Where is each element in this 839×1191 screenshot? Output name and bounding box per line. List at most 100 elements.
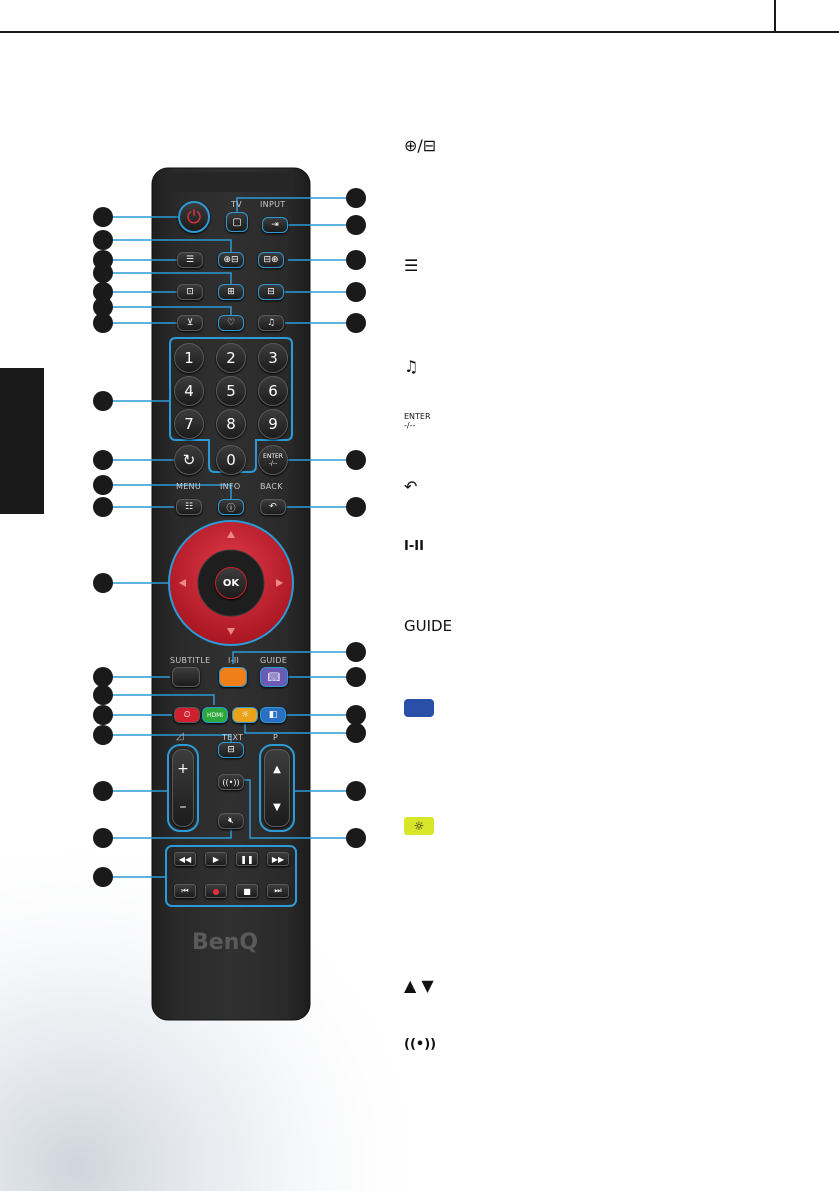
green-key[interactable]: HDMI <box>202 707 228 723</box>
callout-marker <box>93 497 113 517</box>
next-button[interactable]: ⏭ <box>267 884 289 898</box>
callout-marker <box>93 391 113 411</box>
channel-rocker[interactable]: ▲ ▼ <box>264 749 290 827</box>
guide-button[interactable]: 📖︎ <box>260 667 288 687</box>
picture-mode-button[interactable]: ⊞ <box>218 284 244 300</box>
volume-down[interactable]: – <box>179 799 187 815</box>
callout-marker <box>346 497 366 517</box>
input-button[interactable]: ⇥ <box>262 217 288 233</box>
music-note-icon: ♫ <box>266 318 276 328</box>
sleep-button[interactable]: ⊻ <box>177 315 203 331</box>
fast-forward-icon: ▶▶ <box>271 854 285 864</box>
callout-marker <box>346 215 366 235</box>
callout-marker <box>93 297 113 317</box>
enter-sub-label: -/-- <box>268 460 278 467</box>
stop-button[interactable]: ■ <box>236 884 258 898</box>
power-icon: ⏻ <box>186 206 202 228</box>
power-button[interactable]: ⏻ <box>178 201 210 233</box>
subtitle-button[interactable] <box>172 667 200 687</box>
info-label: INFO <box>220 482 241 491</box>
text-button[interactable]: ⊟ <box>218 742 244 758</box>
num-key-4[interactable]: 4 <box>174 376 204 406</box>
num-key-7[interactable]: 7 <box>174 409 204 439</box>
callout-marker <box>346 705 366 725</box>
callout-marker <box>346 250 366 270</box>
mute-button[interactable]: 🔇︎ <box>218 813 244 829</box>
callout-marker <box>93 725 113 745</box>
enter-text: ENTER <box>404 412 431 421</box>
play-button[interactable]: ▶ <box>205 852 227 866</box>
audio-language-button[interactable] <box>219 667 247 687</box>
num-key-6[interactable]: 6 <box>258 376 288 406</box>
rewind-button[interactable]: ◀◀ <box>174 852 196 866</box>
info-icon: ⓘ <box>226 503 236 514</box>
callout-marker <box>346 667 366 687</box>
channel-up-icon[interactable]: ▲ <box>273 763 281 775</box>
num-key-2[interactable]: 2 <box>216 343 246 373</box>
next-icon: ⏭ <box>274 886 282 895</box>
freeze-button[interactable]: ⊡ <box>177 284 203 300</box>
play-icon: ▶ <box>212 854 220 864</box>
rewind-icon: ◀◀ <box>178 854 192 864</box>
aspect-button[interactable]: ⊟ <box>258 284 284 300</box>
guide-book-icon: GUIDE <box>404 617 453 635</box>
picture-in-picture-icon <box>404 699 434 717</box>
num-key-1[interactable]: 1 <box>174 343 204 373</box>
callout-marker <box>93 705 113 725</box>
callout-marker <box>93 207 113 227</box>
text-label: TEXT <box>222 733 244 742</box>
info-button[interactable]: ⓘ <box>218 499 244 515</box>
volume-rocker[interactable]: + – <box>172 749 194 827</box>
num-key-8[interactable]: 8 <box>216 409 246 439</box>
broadcast-button[interactable]: ((•)) <box>218 774 244 790</box>
volume-up[interactable]: + <box>177 761 189 777</box>
heart-icon: ♡ <box>226 318 236 328</box>
callout-marker <box>93 450 113 470</box>
enter-icon: ENTER -/-- <box>404 412 431 430</box>
size-button[interactable]: ⊟⊕ <box>258 252 284 268</box>
tv-button[interactable]: ▢ <box>226 212 248 232</box>
guide-label: GUIDE <box>260 656 288 665</box>
pause-icon: ❚❚ <box>240 854 254 864</box>
zoom-icon: ⊕⊟ <box>223 255 239 265</box>
callout-marker <box>93 263 113 283</box>
page-up-down-icon: ▲ ▼ <box>404 976 434 995</box>
input-icon: ⇥ <box>271 220 279 230</box>
sound-mode-button[interactable]: ♫ <box>258 315 284 331</box>
ok-button[interactable]: OK <box>215 567 247 599</box>
zoom-and-size-icons: ⊕/⊟ <box>404 136 437 155</box>
volume-wedge-icon: ◿ <box>176 731 184 742</box>
pause-button[interactable]: ❚❚ <box>236 852 258 866</box>
p-label: P <box>273 733 279 742</box>
callout-marker <box>346 828 366 848</box>
num-key-3[interactable]: 3 <box>258 343 288 373</box>
zoom-button[interactable]: ⊕⊟ <box>218 252 244 268</box>
back-arrow-icon: ↶ <box>404 477 418 496</box>
list-button[interactable]: ☰ <box>177 252 203 268</box>
fast-forward-button[interactable]: ▶▶ <box>267 852 289 866</box>
blue-key[interactable]: ◧ <box>260 707 286 723</box>
menu-button[interactable]: ☷ <box>176 499 202 515</box>
channel-down-icon[interactable]: ▼ <box>273 801 281 813</box>
picture-icon: ⊞ <box>227 287 235 297</box>
callout-marker <box>346 450 366 470</box>
header-rule <box>0 31 839 33</box>
num-key-5[interactable]: 5 <box>216 376 246 406</box>
num-key-0[interactable]: 0 <box>216 445 246 475</box>
record-button[interactable]: ● <box>205 884 227 898</box>
callout-marker <box>93 230 113 250</box>
callout-marker <box>346 313 366 333</box>
previous-button[interactable]: ⏮ <box>174 884 196 898</box>
favorite-button[interactable]: ♡ <box>218 315 244 331</box>
yellow-key[interactable]: ☼ <box>232 707 258 723</box>
recall-button[interactable]: ↻ <box>174 445 204 475</box>
red-key[interactable]: ⏲ <box>174 707 200 723</box>
broadcast-icon: ((•)) <box>222 777 240 787</box>
back-button[interactable]: ↶ <box>260 499 286 515</box>
music-note-icon: ♫ <box>404 357 419 376</box>
menu-icon: ☷ <box>184 502 194 512</box>
sleep-icon: ⊻ <box>186 318 194 328</box>
enter-button[interactable]: ENTER -/-- <box>258 445 288 475</box>
broadcast-icon: ((•)) <box>404 1037 437 1052</box>
num-key-9[interactable]: 9 <box>258 409 288 439</box>
